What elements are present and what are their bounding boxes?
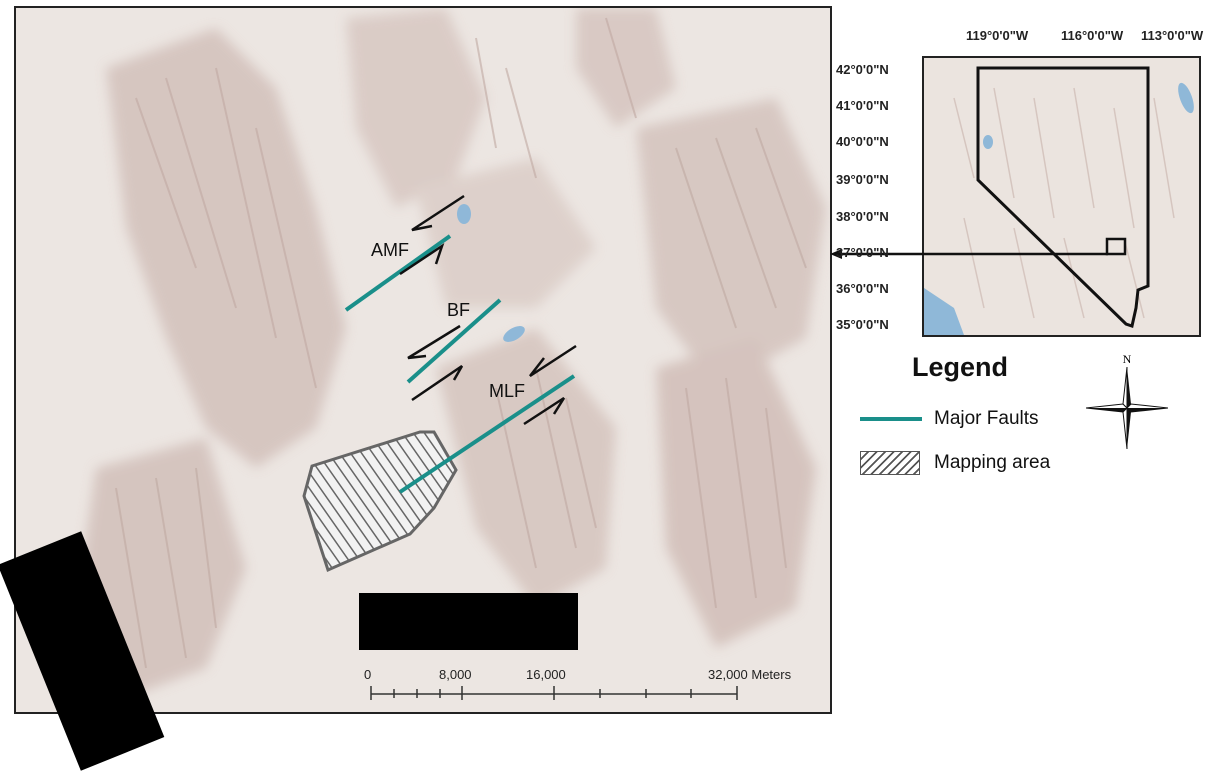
- legend-fault-swatch: [860, 417, 922, 421]
- slip-arrow: [411, 194, 465, 232]
- longitude-label: 113°0'0"W: [1141, 28, 1204, 43]
- legend-hatch-swatch: [860, 451, 920, 475]
- mountain-relief: [76, 8, 826, 698]
- inset-water: [924, 288, 964, 335]
- fault-label-bf: BF: [447, 300, 471, 320]
- latitude-label: 36°0'0"N: [836, 281, 889, 296]
- scale-label-8000: 8,000: [439, 667, 472, 682]
- redaction-box: [359, 593, 578, 650]
- mapping-area-polygon: [302, 430, 458, 573]
- scale-label-0: 0: [364, 667, 372, 682]
- nevada-outline: [976, 66, 1150, 328]
- location-box: [1105, 237, 1127, 256]
- legend-item-major-faults: Major Faults: [860, 408, 1039, 430]
- fault-bf-line: [406, 298, 502, 384]
- latitude-label: 40°0'0"N: [836, 134, 889, 149]
- lake: [503, 326, 525, 342]
- lake: [457, 204, 471, 224]
- legend-item-label: Major Faults: [934, 408, 1039, 429]
- legend-item-mapping-area: Mapping area: [860, 451, 1050, 475]
- location-pointer: [830, 249, 1108, 259]
- legend-title: Legend: [912, 352, 1009, 382]
- latitude-label: 38°0'0"N: [836, 209, 889, 224]
- latitude-label: 41°0'0"N: [836, 98, 889, 113]
- slip-arrows: [399, 194, 577, 426]
- scale-bar: [370, 686, 738, 700]
- slip-arrow: [523, 396, 566, 426]
- inset-terrain: [924, 58, 1199, 335]
- longitude-label: 116°0'0"W: [1061, 28, 1124, 43]
- fault-label-amf: AMF: [371, 240, 409, 260]
- latitude-label: 42°0'0"N: [836, 62, 889, 77]
- scale-label-32000: 32,000 Meters: [708, 667, 792, 682]
- inset-map-canvas: [924, 58, 1199, 335]
- compass-rose-icon: [1085, 366, 1169, 450]
- inset-relief: [953, 87, 1175, 319]
- inset-map[interactable]: [922, 56, 1201, 337]
- relief-ridges: [115, 17, 807, 669]
- latitude-label: 39°0'0"N: [836, 172, 889, 187]
- longitude-label: 119°0'0"W: [966, 28, 1029, 43]
- north-arrow: N: [1085, 352, 1169, 454]
- legend-item-label: Mapping area: [934, 452, 1051, 473]
- inset-water: [1178, 82, 1194, 114]
- fault-amf-line: [344, 234, 452, 312]
- latitude-label: 35°0'0"N: [836, 317, 889, 332]
- fault-mlf-line: [398, 374, 576, 494]
- slip-arrow: [399, 242, 445, 276]
- latitude-label: 37°0'0"N: [836, 245, 889, 260]
- fault-label-mlf: MLF: [489, 381, 525, 401]
- slip-arrow: [529, 344, 577, 378]
- inset-water: [983, 135, 993, 149]
- scale-label-16000: 16,000: [526, 667, 566, 682]
- slip-arrow: [407, 324, 461, 360]
- north-label: N: [1122, 352, 1132, 366]
- slip-arrow: [411, 364, 464, 402]
